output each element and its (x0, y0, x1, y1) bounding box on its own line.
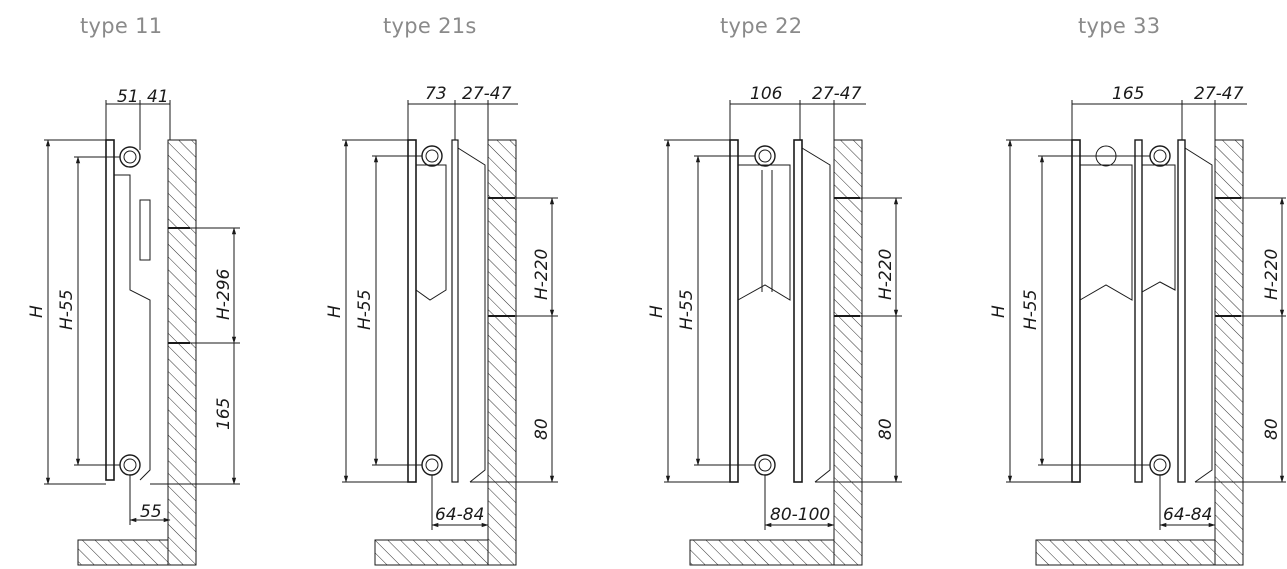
top-pipe-icon (1149, 145, 1171, 167)
radiator-body (457, 147, 486, 483)
radiator-body (114, 174, 151, 481)
radiator-front-panel (729, 139, 739, 483)
diagram-type-33 (1006, 100, 1286, 566)
dim-h220: H-220 (532, 249, 552, 300)
dim-depth: 106 (750, 84, 783, 104)
dim-gap: 27-47 (462, 84, 512, 104)
bottom-pipe-inner (123, 458, 137, 472)
wall (487, 139, 517, 566)
dim-h: H (989, 305, 1009, 318)
bottom-pipe-inner (425, 458, 439, 472)
title-type-11: type 11 (80, 14, 163, 38)
title-type-33: type 33 (1078, 14, 1161, 38)
radiator-back-panel (1177, 139, 1186, 483)
floor (689, 539, 835, 566)
dim-pipe: 80-100 (770, 505, 830, 525)
dim-h: H (27, 305, 47, 318)
top-pipe-inner (1153, 149, 1167, 163)
dim-depth: 51 (117, 87, 139, 107)
top-pipe-icon (754, 145, 776, 167)
convector-fins-rear (1141, 164, 1176, 293)
dim-depth: 73 (425, 84, 447, 104)
radiator-front-panel (105, 139, 115, 481)
dim-h: H (325, 305, 345, 318)
bracket (139, 199, 151, 261)
bottom-pipe-inner (1153, 458, 1167, 472)
dim-depth: 165 (1112, 84, 1144, 104)
top-pipe-icon (119, 146, 141, 168)
dim-h55: H-55 (57, 289, 77, 330)
wall (833, 139, 863, 566)
diagram-type-21s (342, 100, 558, 566)
radiator-front-panel (407, 139, 417, 483)
title-type-21s: type 21s (383, 14, 477, 38)
dim-pipe: 64-84 (1163, 505, 1212, 525)
diagram-type-22 (664, 100, 902, 566)
dim-pipe: 64-84 (435, 505, 484, 525)
wall (167, 139, 197, 566)
dim-h55: H-55 (677, 289, 697, 330)
radiator-body (801, 147, 831, 483)
dim-gap: 27-47 (812, 84, 862, 104)
radiator-back-panel (451, 139, 459, 483)
dim-h220: H-220 (1262, 249, 1282, 300)
title-type-22: type 22 (720, 14, 803, 38)
top-pipe-inner (758, 149, 772, 163)
dim-h296: H-296 (214, 268, 234, 320)
diagram-type-11 (44, 100, 240, 566)
floor (77, 539, 169, 566)
bottom-pipe-icon (1149, 454, 1171, 476)
bottom-pipe-inner (758, 458, 772, 472)
dim-h220: H-220 (876, 249, 896, 300)
convector-fins (415, 164, 447, 301)
floor (1035, 539, 1216, 566)
dim-80: 80 (1262, 418, 1282, 440)
dim-80: 80 (876, 418, 896, 440)
dim-55: 55 (140, 502, 162, 522)
bottom-pipe-icon (421, 454, 443, 476)
dim-wall: 41 (147, 87, 169, 107)
top-pipe-icon (421, 145, 443, 167)
dim-80: 80 (532, 418, 552, 440)
convector-fins-front (1079, 164, 1133, 301)
top-pipe-inner (123, 150, 137, 164)
bottom-pipe-icon (119, 454, 141, 476)
dim-165: 165 (214, 398, 234, 430)
dim-gap: 27-47 (1194, 84, 1244, 104)
radiator-body (1184, 147, 1213, 483)
radiator-front-panel (1071, 139, 1081, 483)
dim-h55: H-55 (1021, 289, 1041, 330)
top-pipe-inner (425, 149, 439, 163)
wall (1214, 139, 1244, 566)
bottom-pipe-icon (754, 454, 776, 476)
dim-h: H (647, 305, 667, 318)
radiator-back-panel (793, 139, 803, 483)
dim-h55: H-55 (355, 289, 375, 330)
radiator-middle-panel (1134, 139, 1143, 483)
convector-fins (737, 164, 791, 301)
floor (374, 539, 489, 566)
